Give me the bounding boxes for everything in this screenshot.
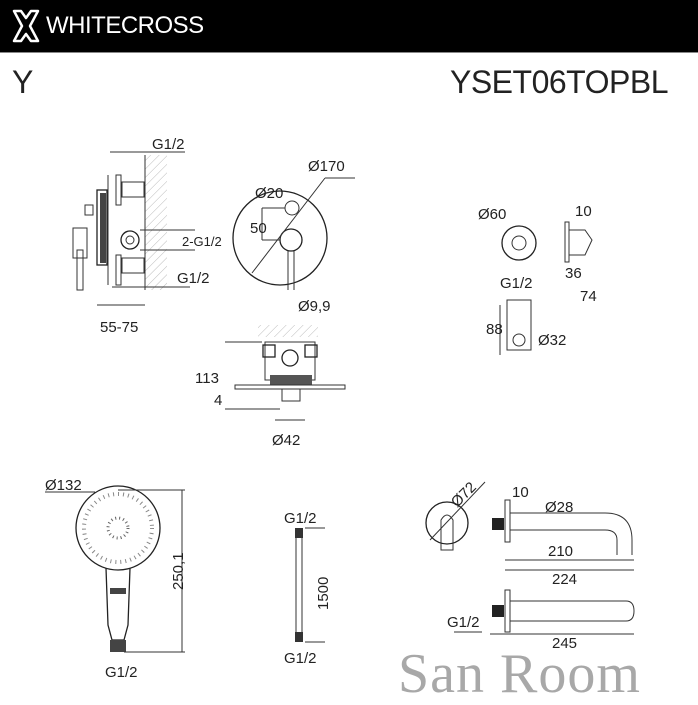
mixer-depth-label: 55-75 xyxy=(100,319,138,336)
holder-diameter-label: Ø60 xyxy=(478,206,506,223)
mixer-side-view: G1/2 2-G1/2 G1/2 55-75 xyxy=(72,136,222,336)
mixer-bottom-thread-label: G1/2 xyxy=(177,270,210,287)
spout-pipe-diameter-label: Ø28 xyxy=(545,499,573,516)
hose-bottom-thread-label: G1/2 xyxy=(284,650,317,667)
hand-shower-thread-label: G1/2 xyxy=(105,664,138,681)
spout-length-outer-label: 224 xyxy=(552,571,577,588)
watermark: San Room xyxy=(398,643,641,705)
spout-length-total-label: 245 xyxy=(552,635,577,652)
spout-plate-diameter-label: Ø72 xyxy=(448,479,480,511)
hose-top-thread-label: G1/2 xyxy=(284,510,317,527)
lever-diameter-label: Ø9,9 xyxy=(298,298,331,315)
series-name: Y xyxy=(12,64,34,100)
mixer-box-view: 113 4 Ø42 xyxy=(195,325,346,449)
hose-view: G1/2 1500 G1/2 xyxy=(284,510,332,667)
holder-height-label: 88 xyxy=(486,321,503,338)
mixer-front-view: Ø170 Ø20 50 Ø9,9 xyxy=(232,158,355,315)
spout-thread-label: G1/2 xyxy=(447,614,480,631)
mixer-outlets-label: 2-G1/2 xyxy=(182,234,222,249)
spout-length-inner-label: 210 xyxy=(548,543,573,560)
holder-hole-diameter-label: Ø32 xyxy=(538,332,566,349)
holder-depth-small-label: 10 xyxy=(575,203,592,220)
model-code: YSET06TOPBL xyxy=(449,64,669,100)
plate-thickness-label: 4 xyxy=(214,392,222,409)
hand-shower-length-label: 250,1 xyxy=(170,552,187,590)
mixer-top-thread-label: G1/2 xyxy=(152,136,185,153)
head-diameter-label: Ø132 xyxy=(45,477,82,494)
holder-depth-mid-label: 36 xyxy=(565,265,582,282)
plate-diameter-label: Ø170 xyxy=(308,158,345,175)
header-bar: WHITECROSS xyxy=(0,0,698,53)
holder-thread-label: G1/2 xyxy=(500,275,533,292)
shower-holder-view: Ø60 10 G1/2 36 74 88 Ø32 xyxy=(478,203,597,355)
box-diameter-label: Ø42 xyxy=(272,432,300,449)
hose-length-label: 1500 xyxy=(315,577,332,610)
hand-shower-view: Ø132 250,1 G1/2 xyxy=(45,477,187,681)
whitecross-logo-icon xyxy=(12,9,40,43)
knob-diameter-label: Ø20 xyxy=(255,185,283,202)
holder-depth-total-label: 74 xyxy=(580,288,597,305)
brand-name: WHITECROSS xyxy=(46,12,204,39)
spout-view: Ø72 10 Ø28 210 224 G1/2 245 xyxy=(425,479,635,652)
spout-plate-thickness-label: 10 xyxy=(512,484,529,501)
box-height-label: 113 xyxy=(195,370,219,387)
knob-offset-label: 50 xyxy=(250,220,267,237)
